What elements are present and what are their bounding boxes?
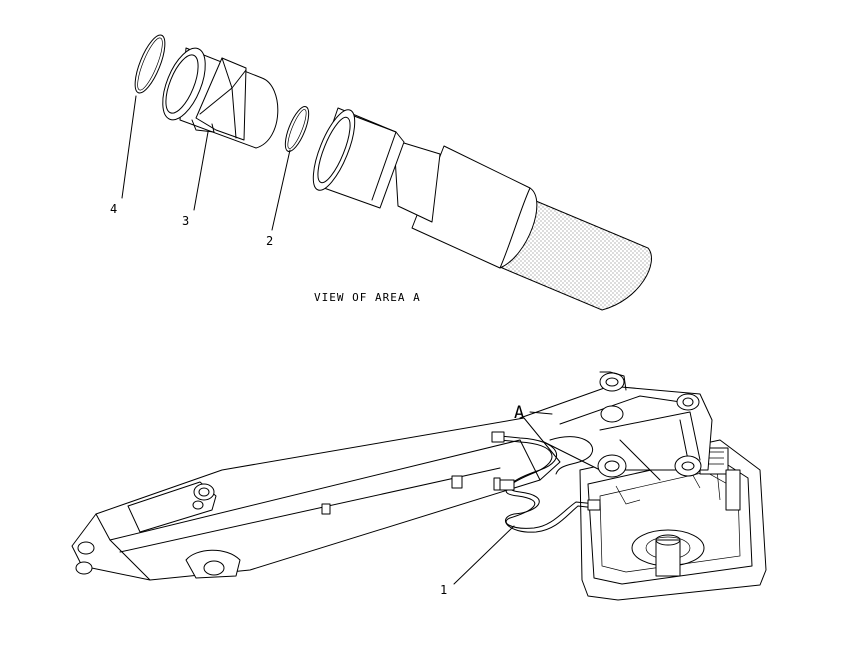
callout-2: 2 [266,234,273,248]
leader-line-2 [271,149,291,231]
swing-frame-base [579,439,767,601]
callout-1: 1 [440,583,447,597]
leader-line-4 [121,95,137,199]
leader-line-1 [453,525,515,585]
callout-4: 4 [110,202,117,216]
o-ring-seal-item-2 [284,106,310,152]
hose-assembly-end [312,107,652,311]
o-ring-seal-item-4 [134,34,166,94]
leader-line-3 [193,131,209,211]
boom-assembly: A 1 [71,371,767,601]
view-caption: VIEW OF AREA A [314,291,421,304]
callout-3: 3 [182,214,189,228]
hydraulic-hose-item-1 [491,431,601,533]
boom-arm [71,417,561,581]
fitting-item-3 [162,47,279,149]
detail-view-area-a: 4 3 2 VIEW OF AREA A [110,34,652,311]
area-a-marker: A [514,403,524,423]
boom-mount-bracket [519,371,713,481]
area-a-leader [529,411,553,415]
